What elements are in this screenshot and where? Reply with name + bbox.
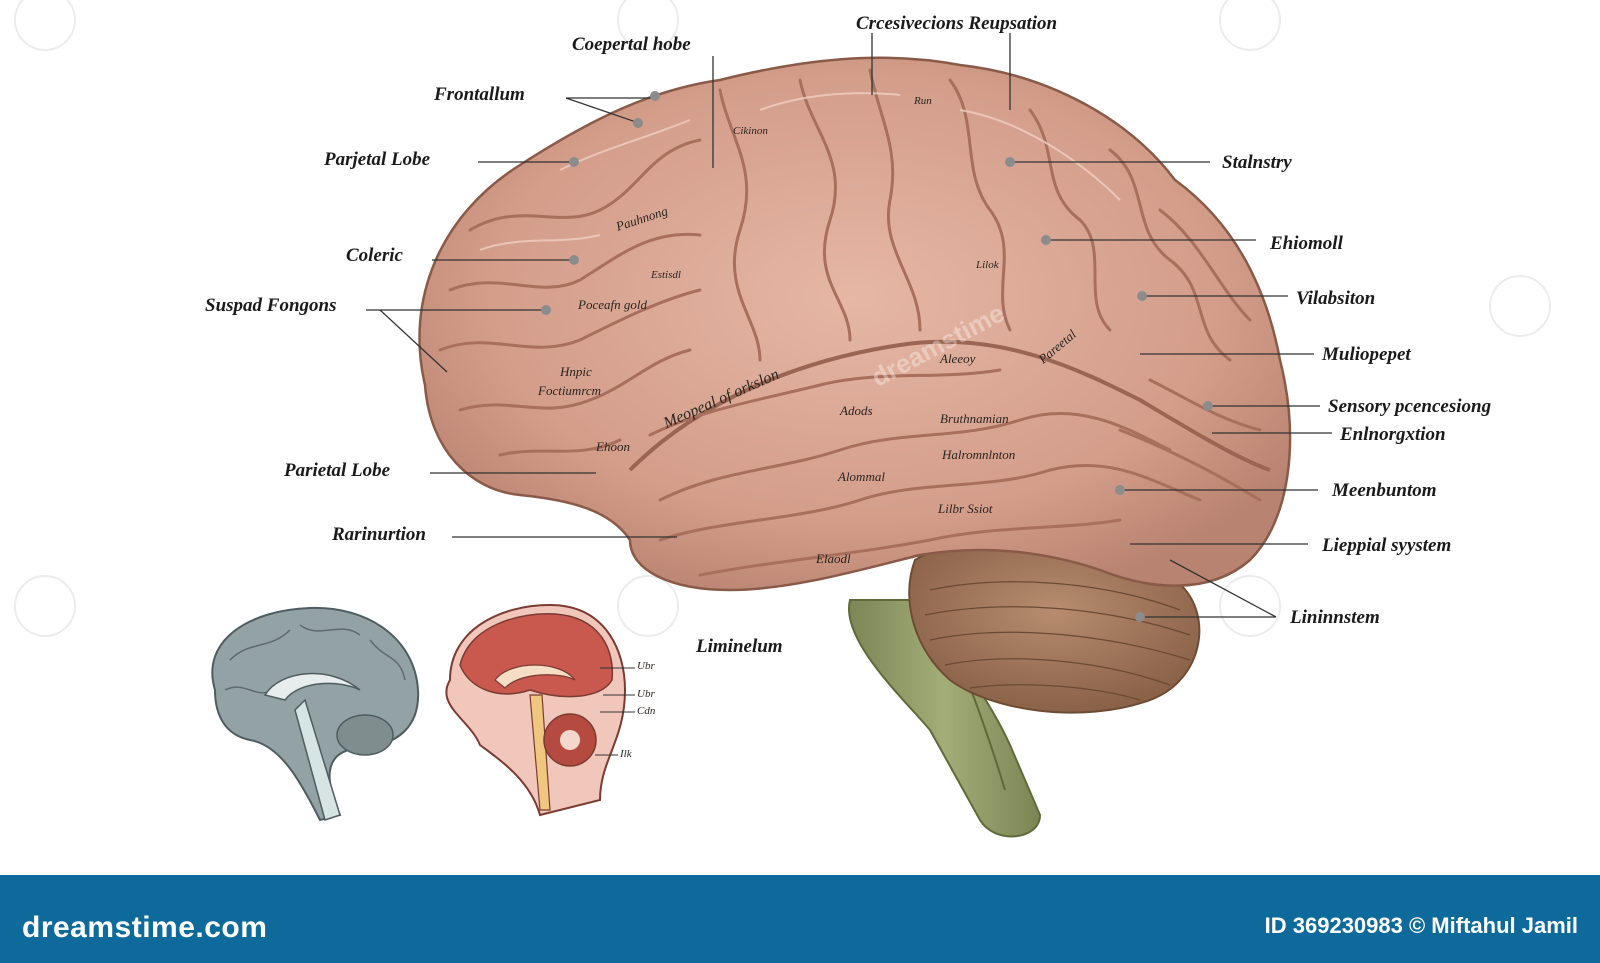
- small-brain-sagittal: [211, 606, 420, 822]
- small-diagram-label: Ubr: [637, 688, 655, 700]
- label-crcesivecions: Crcesivecions Reupsation: [856, 13, 1058, 34]
- label-liminelum: Liminelum: [696, 636, 783, 657]
- label-ehiomoll: Ehiomoll: [1270, 233, 1343, 254]
- label-frontallum: Frontallum: [434, 84, 525, 105]
- label-enlnorgxtion: Enlnorgxtion: [1340, 424, 1446, 445]
- label-stalnstry: Stalnstry: [1222, 152, 1292, 173]
- small-diagram-label: Cdn: [637, 705, 656, 717]
- label-lininnstem: Lininnstem: [1290, 607, 1380, 628]
- inner-label: Lilbr Ssiot: [938, 501, 993, 516]
- label-meenbuntom: Meenbuntom: [1332, 480, 1437, 501]
- label-sensory-pcencesiong: Sensory pcencesiong: [1328, 396, 1492, 417]
- inner-label: Adods: [840, 403, 873, 418]
- diagram-canvas: dreamstime Coepertal hobe Crcesivecions …: [14, 0, 1551, 838]
- label-muliopepet: Muliopepet: [1322, 344, 1411, 365]
- small-diagram-label: Ilk: [620, 748, 632, 760]
- label-parietal-lobe: Parietal Lobe: [284, 460, 391, 481]
- label-lieppial-syystem: Lieppial syystem: [1322, 535, 1452, 556]
- inner-label: Foctiumrcm: [538, 383, 602, 398]
- inner-label: Cikinon: [733, 125, 768, 137]
- footer-bar: dreamstime.com ID 369230983 © Miftahul J…: [0, 875, 1600, 963]
- label-suspad-fongons: Suspad Fongons: [205, 295, 337, 316]
- inner-label: Aleeoy: [940, 351, 976, 366]
- watermark-pattern: [14, 0, 1551, 637]
- inner-label: Hnpic: [560, 364, 592, 379]
- inner-label: Poceafn gold: [578, 297, 647, 312]
- leader-lines: [366, 33, 1332, 618]
- inner-label: Bruthnamian: [940, 411, 1009, 426]
- label-rarinurtion: Rarinurtion: [332, 524, 426, 545]
- cerebellum-folia: [924, 581, 1191, 701]
- inner-label: Lilok: [976, 259, 999, 271]
- label-coepertal-hobe: Coepertal hobe: [572, 34, 691, 55]
- inner-label: Run: [914, 95, 932, 107]
- label-coleric: Coleric: [346, 245, 403, 266]
- inner-label: Alommal: [838, 469, 885, 484]
- inner-label: Estisdl: [651, 269, 681, 281]
- brain-illustration: [14, 0, 1551, 838]
- label-parjetal-lobe: Parjetal Lobe: [324, 149, 431, 170]
- small-head-section: [445, 603, 635, 817]
- leader-dots: [541, 91, 1213, 622]
- brand-logo-text[interactable]: dreamstime.com: [22, 911, 268, 944]
- label-vilabsiton: Vilabsiton: [1296, 288, 1376, 309]
- inner-label: Halromnlnton: [942, 447, 1016, 462]
- cerebrum: [418, 56, 1292, 592]
- small-diagram-label: Ubr: [637, 660, 655, 672]
- inner-label: Elaodl: [816, 551, 851, 566]
- inner-label: Ehoon: [596, 439, 630, 454]
- image-credit: ID 369230983 © Miftahul Jamil: [1264, 913, 1578, 938]
